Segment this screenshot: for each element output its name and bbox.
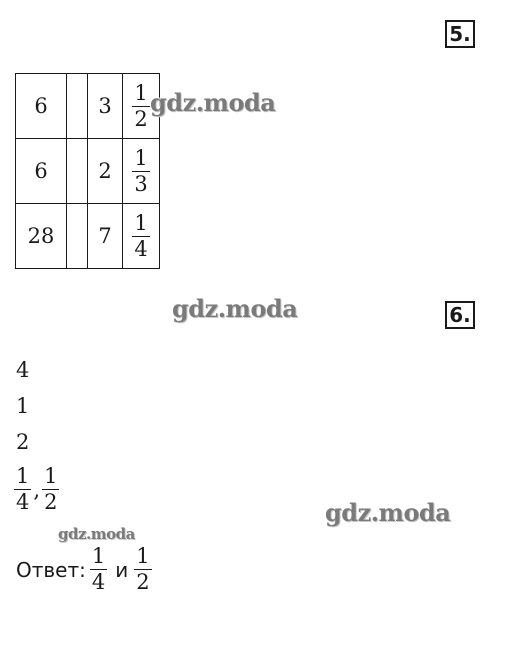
fraction: 1 4 [132,210,150,261]
table-row: 6 2 1 3 [15,138,160,204]
numerator: 1 [16,464,30,488]
table-cell: 28 [15,203,67,269]
numerator: 1 [134,145,148,170]
task-number-6: 6. [445,301,475,329]
table-cell: 6 [15,73,67,139]
watermark: gdz.moda [150,88,276,117]
table-cell: 3 [87,73,123,139]
table-row: 28 7 1 4 [15,203,160,269]
fractions-list: 1 4 , 1 2 [14,464,60,514]
numerator: 1 [136,544,150,568]
fraction: 1 2 [132,80,150,131]
denominator: 2 [42,489,60,514]
solution-line: 4 [16,358,30,382]
table-cell-fraction: 1 2 [122,73,160,139]
denominator: 4 [14,489,32,514]
numerator: 1 [134,210,148,235]
table-cell-fraction: 1 3 [122,138,160,204]
denominator: 2 [132,105,150,131]
numerator: 1 [44,464,58,488]
denominator: 2 [134,569,152,594]
watermark: gdz.moda [58,525,135,543]
solution-line: 2 [16,430,30,454]
denominator: 4 [89,569,108,594]
table-cell [66,73,88,139]
answer-label: Ответ: [16,557,86,582]
denominator: 3 [132,170,150,196]
table-cell: 6 [15,138,67,204]
answer: Ответ: 1 4 и 1 2 [16,546,152,593]
fraction: 1 3 [132,145,150,196]
solution-line: 1 [16,394,30,418]
table-cell: 2 [87,138,123,204]
fraction: 1 2 [134,544,152,594]
table-cell: 7 [87,203,123,269]
denominator: 4 [132,235,150,261]
fraction: 1 4 [14,464,32,514]
answer-conjunction: и [115,557,129,582]
fraction: 1 2 [42,464,60,514]
numerator: 1 [134,80,148,105]
table-cell [66,203,88,269]
watermark: gdz.moda [172,294,298,323]
watermark: gdz.moda [325,498,451,527]
table-row: 6 3 1 2 [15,73,160,139]
fraction: 1 4 [89,544,108,594]
fraction-table: 6 3 1 2 6 2 1 3 28 7 1 4 [15,73,160,269]
separator: , [33,477,41,502]
task-number-5: 5. [445,20,475,48]
table-cell-fraction: 1 4 [122,203,160,269]
table-cell [66,138,88,204]
numerator: 1 [91,544,106,568]
